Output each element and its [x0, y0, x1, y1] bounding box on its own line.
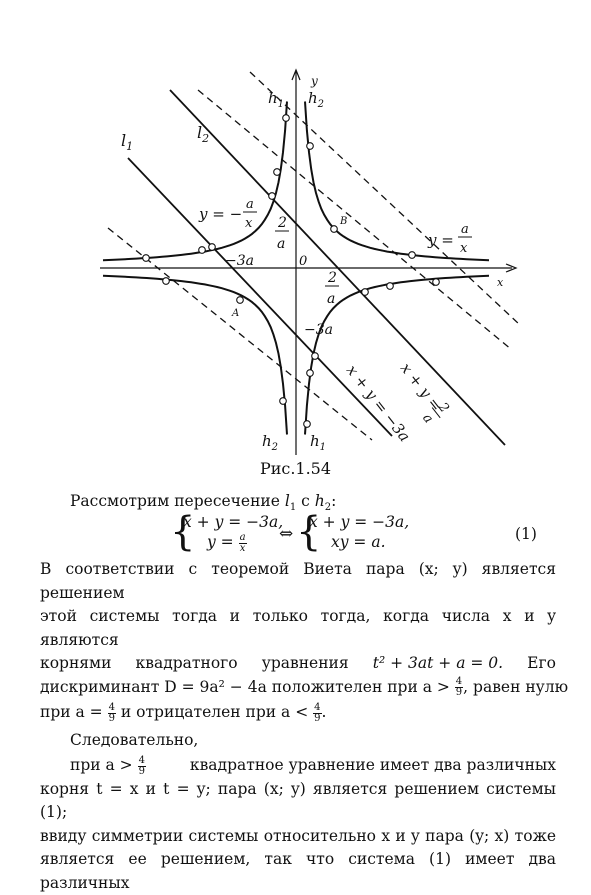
- label-two-over-a-x: 2 a: [325, 270, 339, 307]
- label-two-over-a-y: 2 a: [275, 215, 289, 252]
- intersection-point-12: [386, 282, 394, 290]
- intersection-point-3: [273, 168, 281, 176]
- x-axis-arrow: [505, 263, 518, 273]
- intersection-point-15: [311, 352, 319, 360]
- svg-text:a: a: [461, 222, 469, 237]
- intersection-point-1: [282, 114, 290, 122]
- intersection-point-17: [279, 397, 287, 405]
- intersection-point-5: [330, 225, 338, 233]
- paragraph-therefore: Следовательно,: [70, 730, 199, 749]
- svg-text:y =: y =: [427, 231, 454, 249]
- intersection-point-2: [306, 142, 314, 150]
- label-h2-bottom: h2: [262, 432, 278, 453]
- label-h2-top: h2: [308, 89, 324, 110]
- line-l2: [169, 89, 506, 446]
- svg-text:x: x: [460, 241, 468, 256]
- label-h1-bottom: h1: [310, 432, 326, 453]
- svg-text:a: a: [277, 236, 285, 252]
- intersection-point-13: [432, 278, 440, 286]
- label-neg3a-x: −3a: [225, 253, 254, 269]
- svg-text:2: 2: [327, 270, 337, 286]
- label-y-axis: y: [310, 74, 318, 88]
- intersection-point-4: [268, 192, 276, 200]
- intersection-point-16: [306, 369, 314, 377]
- hyperbola-h2-bottom-left: [102, 274, 288, 435]
- label-neg3a-y: −3a: [304, 322, 333, 338]
- svg-text:a: a: [246, 197, 254, 212]
- paragraph-vieta: В соответствии с теоремой Виета пара (x;…: [40, 560, 569, 892]
- figure-caption: Рис.1.54: [259, 459, 332, 478]
- label-l1: l1: [121, 131, 133, 153]
- label-eq-left: y = − a x: [198, 197, 257, 231]
- dashed-line-2: [197, 89, 513, 351]
- intersection-point-8: [142, 254, 150, 262]
- intersection-point-18: [303, 420, 311, 428]
- intro-line: Рассмотрим пересечение l1 с h2:: [70, 492, 337, 514]
- intersection-point-7: [208, 243, 216, 251]
- svg-text:2: 2: [277, 215, 287, 231]
- intersection-point-14: [236, 296, 244, 304]
- intersection-point-9: [408, 251, 416, 259]
- svg-text:x: x: [245, 216, 253, 231]
- dashed-line-3: [249, 71, 521, 326]
- hyperbola-h1-top-left: [102, 101, 288, 262]
- equation-number: (1): [515, 525, 537, 543]
- hyperbola-h2-top-right: [304, 101, 490, 262]
- svg-text:a: a: [419, 411, 436, 426]
- figure-1-54: l1 l2 h1 h2 h2 h1 y x 0 B A −3a −3a 2 a …: [100, 68, 521, 455]
- intersection-point-6: [198, 246, 206, 254]
- svg-text:a: a: [327, 291, 335, 307]
- dashed-line-1: [107, 227, 373, 441]
- label-point-a: A: [231, 308, 239, 319]
- label-point-b: B: [339, 216, 347, 227]
- graph-curves: [100, 68, 521, 455]
- line-l1: [127, 157, 393, 437]
- svg-text:y = −: y = −: [198, 205, 242, 223]
- label-eq-right: y = a x: [427, 222, 472, 256]
- label-l2: l2: [197, 123, 209, 145]
- hyperbola-h1-bottom-right: [304, 274, 490, 435]
- y-axis-arrow: [291, 68, 301, 81]
- intersection-point-10: [162, 277, 170, 285]
- intersection-point-11: [361, 288, 369, 296]
- label-origin: 0: [299, 254, 307, 269]
- label-h1-top: h1: [268, 89, 284, 110]
- label-x-axis: x: [497, 276, 504, 289]
